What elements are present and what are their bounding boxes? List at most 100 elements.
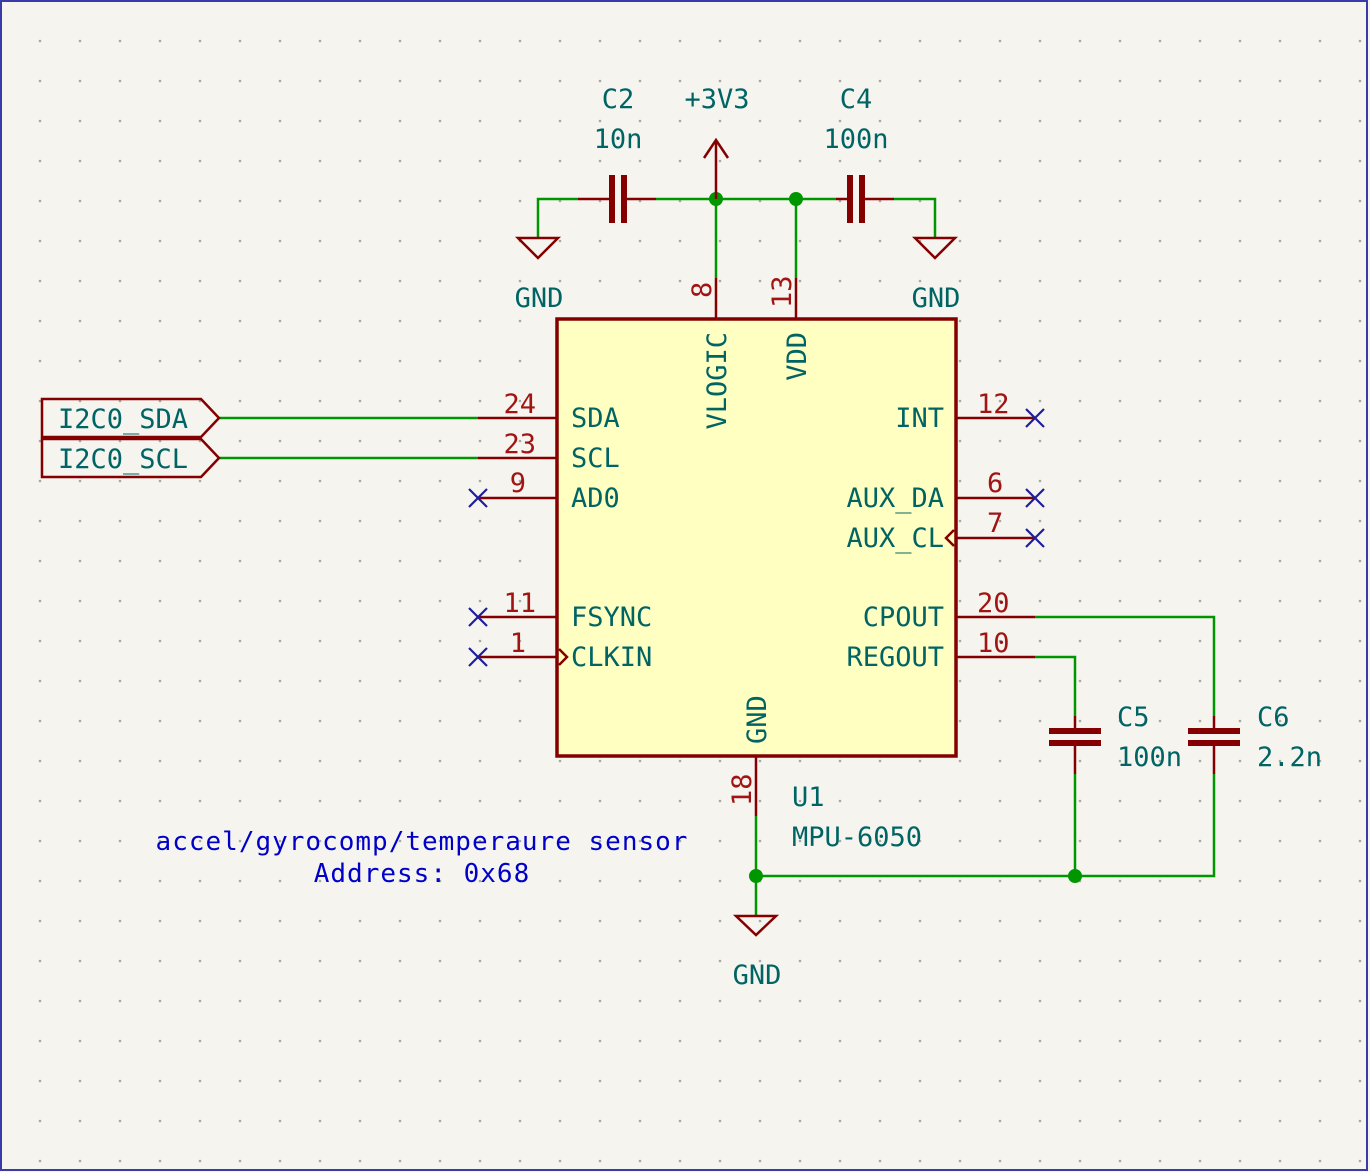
grid-dot <box>678 119 682 123</box>
grid-dot <box>638 199 642 203</box>
grid-dot <box>1318 239 1322 243</box>
grid-dot <box>438 1159 442 1163</box>
grid-dot <box>1358 119 1362 123</box>
grid-dot <box>1038 999 1042 1003</box>
grid-dot <box>1158 1119 1162 1123</box>
grid-dot <box>718 759 722 763</box>
grid-dot <box>438 559 442 563</box>
grid-dot <box>1318 719 1322 723</box>
grid-dot <box>558 1119 562 1123</box>
grid-dot <box>398 879 402 883</box>
grid-dot <box>1358 279 1362 283</box>
grid-dot <box>558 279 562 283</box>
grid-dot <box>918 79 922 83</box>
grid-dot <box>318 359 322 363</box>
grid-dot <box>1238 879 1242 883</box>
grid-dot <box>998 959 1002 963</box>
grid-dot <box>198 639 202 643</box>
grid-dot <box>318 239 322 243</box>
grid-dot <box>998 919 1002 923</box>
grid-dot <box>638 159 642 163</box>
grid-dot <box>238 719 242 723</box>
grid-dot <box>1238 1079 1242 1083</box>
grid-dot <box>278 919 282 923</box>
grid-dot <box>958 559 962 563</box>
grid-dot <box>1078 799 1082 803</box>
grid-dot <box>1318 959 1322 963</box>
grid-dot <box>158 1159 162 1163</box>
grid-dot <box>118 399 122 403</box>
grid-dot <box>1358 239 1362 243</box>
grid-dot <box>38 799 42 803</box>
grid-dot <box>1238 279 1242 283</box>
grid-dot <box>1238 439 1242 443</box>
grid-dot <box>558 1159 562 1163</box>
grid-dot <box>838 999 842 1003</box>
grid-dot <box>998 1079 1002 1083</box>
grid-dot <box>918 159 922 163</box>
grid-dot <box>878 119 882 123</box>
grid-dot <box>38 159 42 163</box>
grid-dot <box>718 1159 722 1163</box>
grid-dot <box>838 919 842 923</box>
grid-dot <box>478 239 482 243</box>
grid-dot <box>158 519 162 523</box>
grid-dot <box>478 1079 482 1083</box>
grid-dot <box>1358 719 1362 723</box>
grid-dot <box>318 479 322 483</box>
grid-dot <box>118 599 122 603</box>
grid-dot <box>518 159 522 163</box>
grid-dot <box>1358 1039 1362 1043</box>
grid-dot <box>438 599 442 603</box>
grid-dot <box>518 559 522 563</box>
grid-dot <box>1118 1039 1122 1043</box>
grid-dot <box>358 319 362 323</box>
grid-dot <box>598 959 602 963</box>
grid-dot <box>878 79 882 83</box>
grid-dot <box>398 999 402 1003</box>
grid-dot <box>358 1119 362 1123</box>
grid-dot <box>358 79 362 83</box>
grid-dot <box>478 919 482 923</box>
grid-dot <box>518 1079 522 1083</box>
grid-dot <box>198 719 202 723</box>
grid-dot <box>358 959 362 963</box>
grid-dot <box>238 999 242 1003</box>
grid-dot <box>598 759 602 763</box>
grid-dot <box>1198 239 1202 243</box>
grid-dot <box>318 399 322 403</box>
grid-dot <box>958 119 962 123</box>
grid-dot <box>1238 559 1242 563</box>
grid-dot <box>1158 439 1162 443</box>
grid-dot <box>638 39 642 43</box>
grid-dot <box>1118 759 1122 763</box>
grid-dot <box>1238 959 1242 963</box>
grid-dot <box>158 679 162 683</box>
grid-dot <box>1238 799 1242 803</box>
grid-dot <box>238 759 242 763</box>
grid-dot <box>718 159 722 163</box>
grid-dot <box>278 639 282 643</box>
grid-dot <box>1038 479 1042 483</box>
grid-dot <box>718 1079 722 1083</box>
grid-dot <box>718 239 722 243</box>
grid-dot <box>478 519 482 523</box>
grid-dot <box>798 279 802 283</box>
grid-dot <box>438 39 442 43</box>
grid-dot <box>998 839 1002 843</box>
grid-dot <box>518 479 522 483</box>
pin-name-vlogic: VLOGIC <box>702 332 733 430</box>
grid-dot <box>558 959 562 963</box>
grid-dot <box>358 119 362 123</box>
grid-dot <box>878 1159 882 1163</box>
grid-dot <box>998 359 1002 363</box>
grid-dot <box>478 319 482 323</box>
grid-dot <box>158 79 162 83</box>
pin-name-clkin: CLKIN <box>571 642 652 673</box>
grid-dot <box>398 719 402 723</box>
grid-dot <box>598 119 602 123</box>
pin-number-vlogic: 8 <box>687 282 718 298</box>
grid-dot <box>798 1079 802 1083</box>
grid-dot <box>78 759 82 763</box>
